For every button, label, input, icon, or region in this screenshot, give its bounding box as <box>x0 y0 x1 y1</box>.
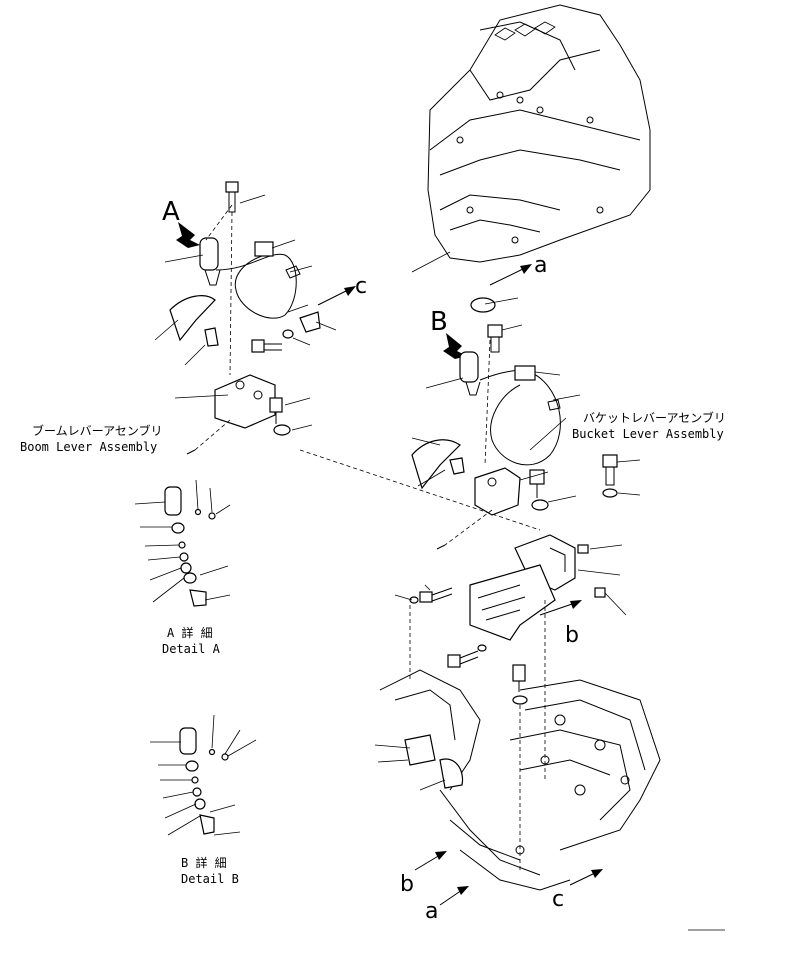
cab-console <box>411 4 651 273</box>
view-b-arrow <box>443 333 467 359</box>
svg-text:b: b <box>400 872 414 897</box>
boom-lever-assembly-en: Boom Lever Assembly <box>20 440 157 454</box>
ref-arrow-b-bottom: b <box>400 851 447 897</box>
boom-lever-group: A <box>154 181 337 455</box>
svg-text:c: c <box>552 887 564 912</box>
bracket-assembly <box>299 449 627 668</box>
bucket-lever-assembly-en: Bucket Lever Assembly <box>572 427 724 441</box>
view-a-label: A <box>162 197 180 227</box>
ref-arrow-c-top: c <box>317 274 367 306</box>
detail-b-en: Detail B <box>181 872 239 886</box>
control-valve-frame <box>374 600 725 931</box>
bucket-lever-assembly-jp: バケットレバーアセンブリ <box>583 410 726 425</box>
ref-arrow-a-top: a <box>489 253 547 286</box>
ref-arrow-b-mid: b <box>539 600 582 648</box>
view-b-label: B <box>430 307 448 337</box>
detail-b-jp: B 詳 細 <box>181 855 227 870</box>
detail-a-jp: A 詳 細 <box>167 625 213 640</box>
boom-lever-assembly-jp: ブームレバーアセンブリ <box>32 423 163 438</box>
detail-b-parts <box>150 714 257 836</box>
svg-text:c: c <box>355 274 367 299</box>
detail-a-en: Detail A <box>162 642 221 656</box>
ref-arrow-a-bottom: a <box>425 886 469 924</box>
svg-text:a: a <box>534 253 547 278</box>
svg-text:b: b <box>565 623 579 648</box>
ref-arrow-c-bottom: c <box>552 869 603 912</box>
detail-a-parts <box>134 479 231 607</box>
bucket-lever-group: B <box>411 297 641 550</box>
view-a-arrow <box>176 222 200 248</box>
svg-text:a: a <box>425 899 438 924</box>
